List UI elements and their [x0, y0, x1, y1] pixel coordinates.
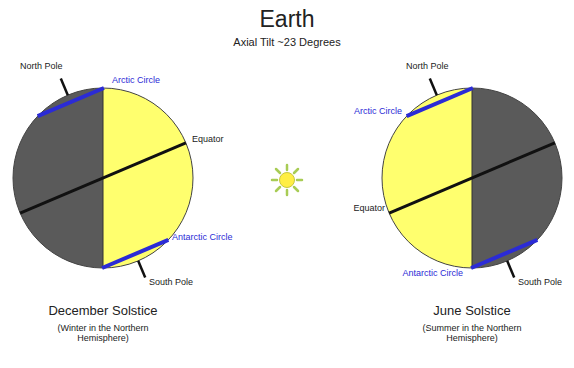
- june-globe: [347, 43, 574, 312]
- equator-label: Equator: [353, 203, 385, 213]
- season-note: (Summer in the Northern Hemisphere): [412, 323, 532, 344]
- pole-label: North Pole: [406, 61, 449, 71]
- december-globe: [0, 43, 228, 312]
- equator-label: Equator: [192, 134, 224, 144]
- circle-label: Arctic Circle: [354, 106, 402, 116]
- pole-label: North Pole: [20, 61, 63, 71]
- circle-label: Arctic Circle: [112, 75, 160, 85]
- pole-label: South Pole: [149, 277, 193, 287]
- solstice-caption: December Solstice: [48, 304, 157, 319]
- pole-label: South Pole: [518, 277, 562, 287]
- solstice-caption: June Solstice: [433, 304, 510, 319]
- season-note: (Winter in the Northern Hemisphere): [43, 323, 163, 344]
- circle-label: Antarctic Circle: [172, 232, 233, 242]
- circle-label: Antarctic Circle: [402, 268, 463, 278]
- diagram-title: Earth: [260, 6, 315, 32]
- sun-symbol: [272, 165, 302, 195]
- subtitle: Axial Tilt ~23 Degrees: [233, 36, 340, 49]
